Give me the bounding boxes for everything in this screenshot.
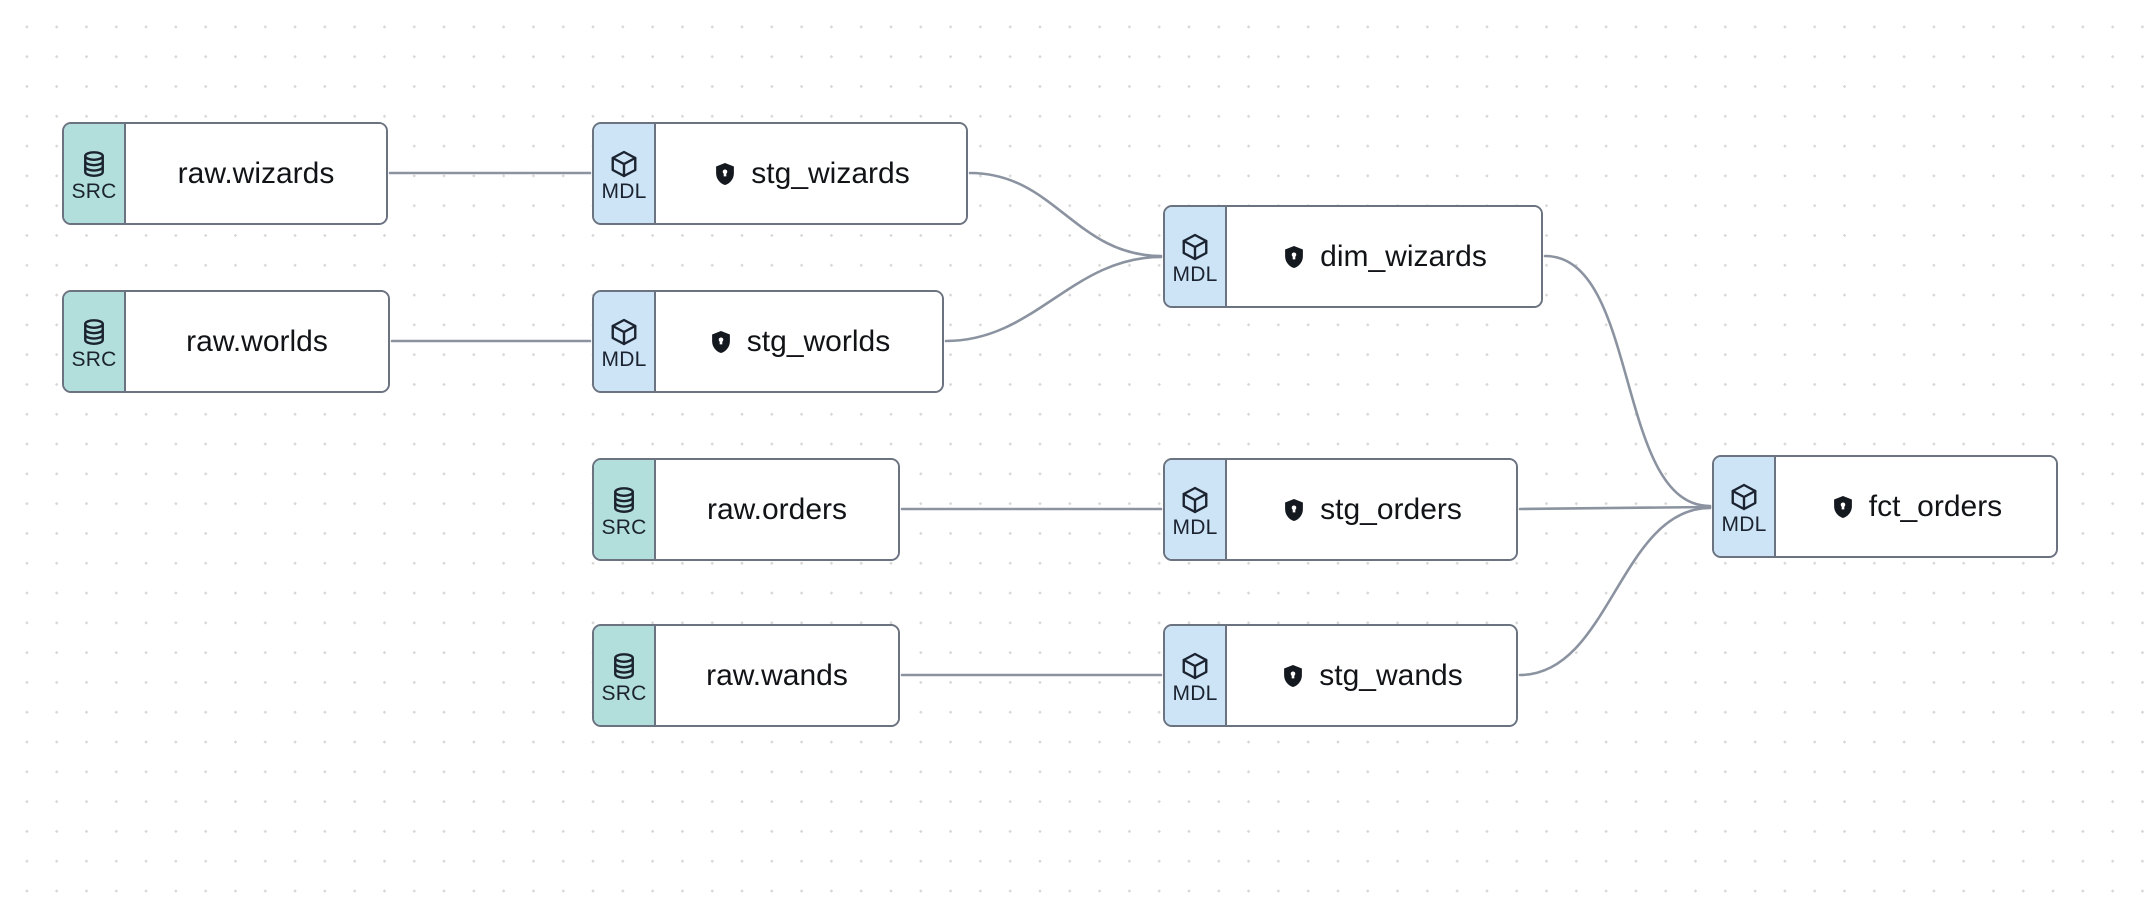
edge-stg_wizards-to-dim_wizards: [968, 171, 1163, 258]
edge-stg_wands-to-fct_orders: [1518, 506, 1712, 677]
cube-icon: [1729, 482, 1759, 512]
node-raw_worlds[interactable]: SRC raw.worlds: [62, 290, 390, 393]
node-type-badge-fct_orders: MDL: [1714, 457, 1776, 556]
node-label: stg_wands: [1319, 658, 1463, 692]
node-type-label: SRC: [71, 180, 117, 203]
node-label: dim_wizards: [1320, 239, 1487, 273]
node-type-badge-raw_orders: SRC: [594, 460, 656, 559]
node-stg_wizards[interactable]: MDL stg_wizards: [592, 122, 968, 225]
node-type-label: SRC: [601, 682, 647, 705]
node-type-badge-raw_wands: SRC: [594, 626, 656, 725]
node-stg_orders[interactable]: MDL stg_orders: [1163, 458, 1518, 561]
node-body-fct_orders: fct_orders: [1776, 457, 2056, 556]
node-body-raw_worlds: raw.worlds: [126, 292, 388, 391]
node-type-label: MDL: [1172, 682, 1218, 705]
node-raw_orders[interactable]: SRC raw.orders: [592, 458, 900, 561]
node-type-badge-stg_wands: MDL: [1165, 626, 1227, 725]
node-label: raw.orders: [706, 492, 848, 526]
node-type-badge-dim_wizards: MDL: [1165, 207, 1227, 306]
node-stg_worlds[interactable]: MDL stg_worlds: [592, 290, 944, 393]
node-type-badge-stg_orders: MDL: [1165, 460, 1227, 559]
node-raw_wands[interactable]: SRC raw.wands: [592, 624, 900, 727]
database-icon: [79, 317, 109, 347]
node-body-stg_wizards: stg_wizards: [656, 124, 966, 223]
node-label: stg_worlds: [746, 324, 891, 358]
shield-lock-icon: [712, 161, 738, 187]
node-label: raw.wizards: [177, 156, 335, 190]
edge-stg_orders-to-fct_orders: [1518, 505, 1712, 511]
database-icon: [609, 651, 639, 681]
node-type-badge-stg_worlds: MDL: [594, 292, 656, 391]
node-label: fct_orders: [1868, 489, 2003, 523]
node-label: raw.worlds: [186, 324, 328, 358]
node-type-label: MDL: [1721, 513, 1767, 536]
cube-icon: [1180, 232, 1210, 262]
cube-icon: [1180, 651, 1210, 681]
shield-lock-icon: [1281, 497, 1307, 523]
node-type-badge-stg_wizards: MDL: [594, 124, 656, 223]
edge-dim_wizards-to-fct_orders: [1543, 254, 1712, 508]
node-label: raw.wands: [706, 658, 848, 692]
node-type-label: SRC: [601, 516, 647, 539]
edge-stg_worlds-to-dim_wizards: [944, 255, 1163, 343]
node-body-dim_wizards: dim_wizards: [1227, 207, 1541, 306]
node-body-stg_orders: stg_orders: [1227, 460, 1516, 559]
node-body-raw_wizards: raw.wizards: [126, 124, 386, 223]
cube-icon: [1180, 485, 1210, 515]
node-body-raw_orders: raw.orders: [656, 460, 898, 559]
node-stg_wands[interactable]: MDL stg_wands: [1163, 624, 1518, 727]
cube-icon: [609, 149, 639, 179]
node-type-label: MDL: [601, 348, 647, 371]
shield-lock-icon: [708, 329, 734, 355]
node-type-label: MDL: [1172, 263, 1218, 286]
shield-lock-icon: [1280, 663, 1306, 689]
node-label: stg_orders: [1320, 492, 1462, 526]
node-label: stg_wizards: [751, 156, 910, 190]
shield-lock-icon: [1281, 244, 1307, 270]
node-body-stg_worlds: stg_worlds: [656, 292, 942, 391]
node-type-badge-raw_worlds: SRC: [64, 292, 126, 391]
node-type-label: SRC: [71, 348, 117, 371]
cube-icon: [609, 317, 639, 347]
node-body-raw_wands: raw.wands: [656, 626, 898, 725]
database-icon: [79, 149, 109, 179]
node-fct_orders[interactable]: MDL fct_orders: [1712, 455, 2058, 558]
node-raw_wizards[interactable]: SRC raw.wizards: [62, 122, 388, 225]
node-type-badge-raw_wizards: SRC: [64, 124, 126, 223]
node-type-label: MDL: [601, 180, 647, 203]
node-dim_wizards[interactable]: MDL dim_wizards: [1163, 205, 1543, 308]
node-body-stg_wands: stg_wands: [1227, 626, 1516, 725]
database-icon: [609, 485, 639, 515]
node-type-label: MDL: [1172, 516, 1218, 539]
shield-lock-icon: [1830, 494, 1856, 520]
